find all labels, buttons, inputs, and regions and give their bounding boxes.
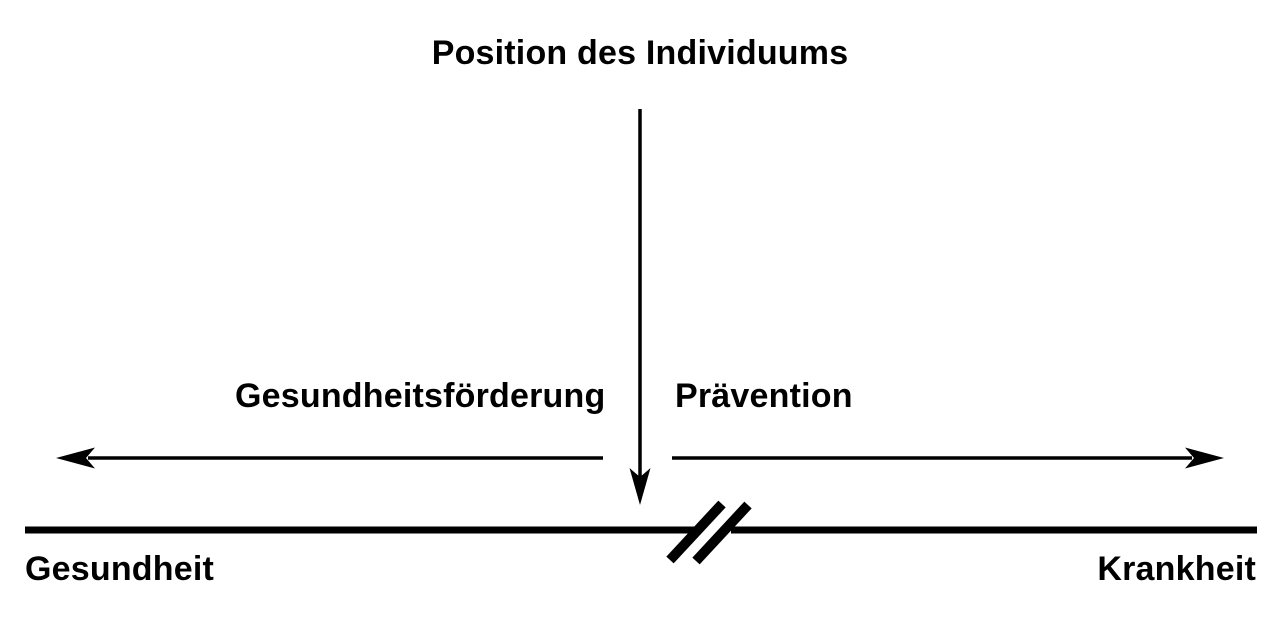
right-arrow-label: Prävention xyxy=(675,377,853,415)
left-arrow-label: Gesundheitsförderung xyxy=(235,377,606,415)
right-arrow-icon xyxy=(672,447,1224,469)
diagram-title: Position des Individuums xyxy=(431,34,849,72)
axis-right-label: Krankheit xyxy=(1097,550,1256,588)
axis-left-label: Gesundheit xyxy=(25,550,215,588)
left-arrow-icon xyxy=(56,447,603,469)
down-arrow-icon xyxy=(629,109,651,505)
axis-break-icon xyxy=(666,500,752,565)
